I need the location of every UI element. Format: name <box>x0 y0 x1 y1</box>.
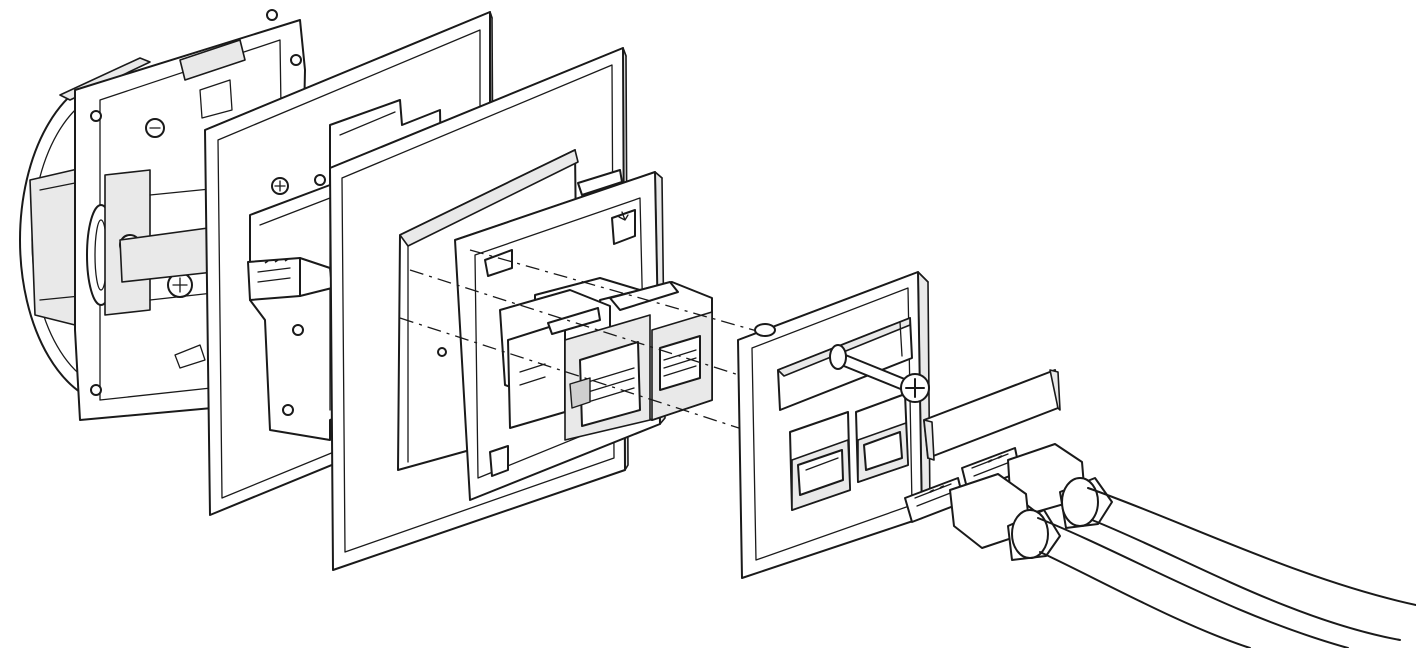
usb-plug <box>904 473 1349 648</box>
keystone-module <box>499 277 713 441</box>
label-strip <box>923 369 1061 461</box>
cover-plate <box>737 271 931 579</box>
cover-screw <box>829 344 930 403</box>
